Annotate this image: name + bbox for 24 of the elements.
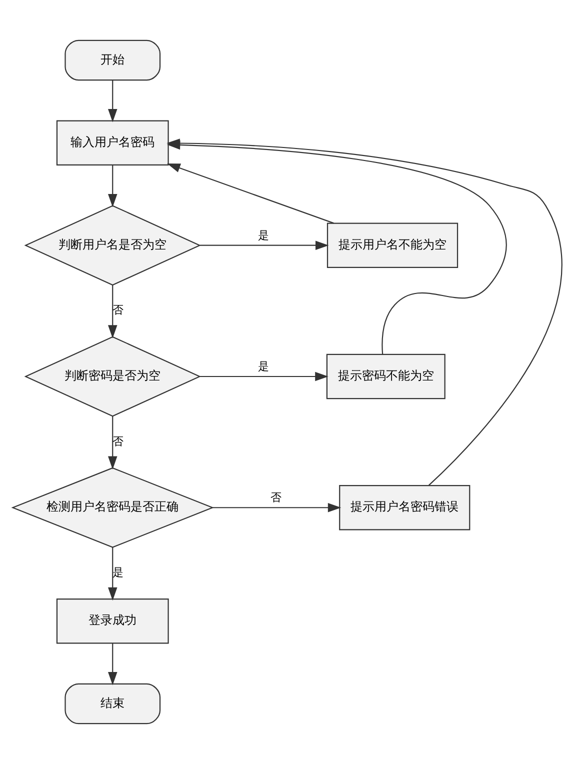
arrow [108, 643, 118, 686]
arrow [200, 240, 329, 250]
node-box: 输入用户名密码 [56, 120, 169, 166]
node-diamond: 判断用户名是否为空 [24, 205, 201, 286]
arrow [108, 416, 118, 470]
arrow [167, 163, 334, 224]
edge-label: 否 [270, 491, 282, 504]
arrow [108, 165, 118, 208]
node-diamond: 检测用户名密码是否正确 [11, 467, 214, 548]
edge-label: 是 [258, 228, 270, 242]
arrow [108, 547, 118, 601]
node-box: 登录成功 [56, 598, 169, 644]
node-diamond: 判断密码是否为空 [24, 336, 201, 417]
node-box: 提示用户名不能为空 [326, 222, 458, 268]
arrow [108, 80, 118, 122]
node-box: 开始 [64, 40, 161, 81]
arrow [212, 502, 342, 512]
node-box: 结束 [64, 683, 161, 724]
arrow [200, 372, 328, 382]
edge-label: 是 [112, 566, 124, 579]
edge-label: 是 [258, 360, 269, 373]
node-box: 提示密码不能为空 [326, 354, 446, 400]
arrow [108, 285, 118, 338]
node-box: 提示用户名密码错误 [339, 485, 470, 530]
